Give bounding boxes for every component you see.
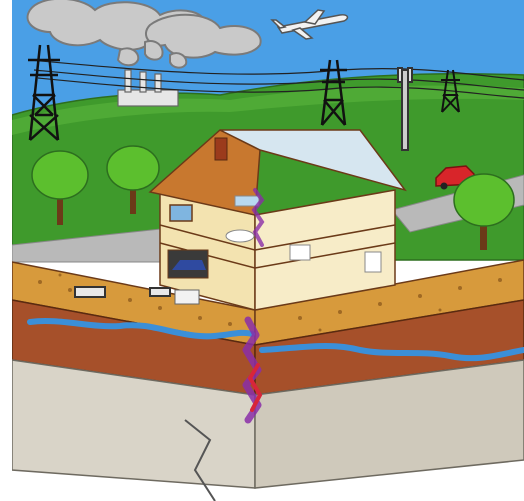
factory-icon (117, 69, 179, 107)
tree-icon (453, 173, 515, 250)
airplane-icon (270, 9, 349, 40)
fault-line-icon (184, 419, 216, 501)
water-vein-icon (259, 342, 524, 362)
hills-back (12, 85, 524, 135)
power-pylon-icon (441, 69, 460, 113)
rock-right (254, 359, 524, 489)
radon-plume-red (247, 363, 263, 412)
power-pylon-icon (320, 59, 347, 126)
tree-icon (31, 150, 89, 225)
house-cutaway-icon (148, 129, 407, 311)
tree-icon (106, 145, 160, 214)
left-border (0, 0, 12, 501)
power-pylon-icon (28, 44, 60, 141)
radon-plume (242, 316, 262, 424)
cell-tower-icon (397, 67, 413, 151)
pipes (74, 286, 171, 298)
smoke-cloud-icon (26, 0, 262, 69)
water-vein-icon (27, 318, 255, 340)
